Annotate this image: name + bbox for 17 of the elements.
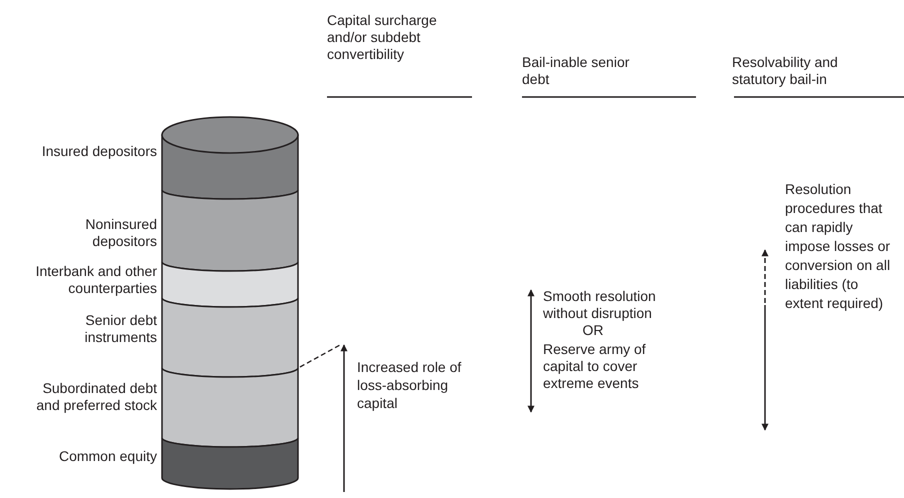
heading: Resolvability and statutory bail-in — [732, 54, 839, 88]
cylinder-layer — [161, 261, 299, 308]
layer-label: Subordinated debt and preferred stock — [35, 380, 157, 414]
cylinder-layer — [161, 116, 299, 200]
heading: Capital surcharge and/or subdebt convertibility — [327, 12, 438, 63]
cylinder-layer — [161, 437, 299, 490]
range-note: OR — [582, 322, 604, 339]
layer-label: Senior debt instruments — [84, 312, 157, 346]
range-note: Reserve army of capital to cover extreme events — [543, 341, 647, 392]
arrow-caption: Increased role of loss-absorbing capital — [357, 358, 462, 412]
range-note: Resolution procedures that can rapidly impose losses or conversion on all liabilities (to extent required) — [785, 180, 891, 313]
layer-label: Noninsured depositors — [84, 216, 157, 250]
layer-label: Common equity — [58, 448, 157, 465]
layer-label: Interbank and other counterparties — [34, 263, 157, 297]
layer-label: Insured depositors — [40, 143, 157, 160]
range-note: Smooth resolution without disruption — [543, 288, 657, 322]
heading: Bail-inable senior debt — [522, 54, 630, 88]
